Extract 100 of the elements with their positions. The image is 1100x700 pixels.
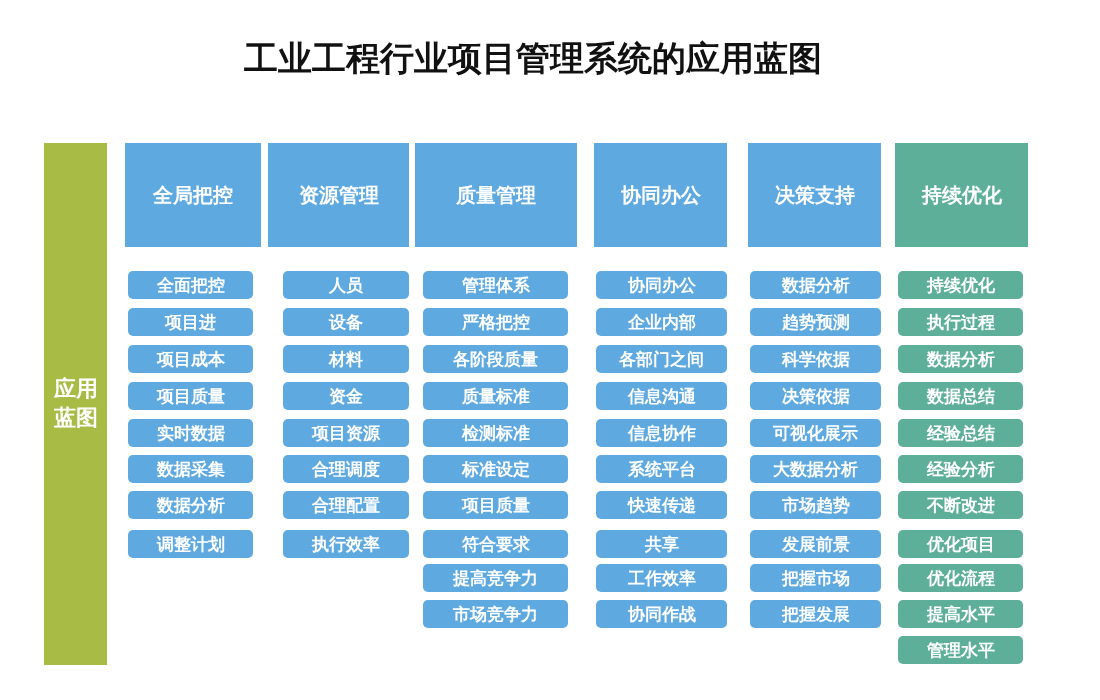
item-label: 工作效率 bbox=[627, 566, 696, 590]
item-label: 严格把控 bbox=[461, 310, 530, 334]
item-label: 标准设定 bbox=[461, 457, 530, 481]
diagram-title: 工业工程行业项目管理系统的应用蓝图 bbox=[243, 37, 823, 80]
item-label: 把握发展 bbox=[781, 602, 850, 626]
item-tag bbox=[596, 419, 727, 447]
item-label: 数据分析 bbox=[926, 347, 995, 371]
item-tag bbox=[898, 308, 1023, 336]
item-tag bbox=[898, 455, 1023, 483]
item-tag bbox=[750, 271, 881, 299]
item-label: 材料 bbox=[329, 347, 363, 371]
item-tag bbox=[750, 382, 881, 410]
item-tag bbox=[750, 530, 881, 558]
item-tag bbox=[898, 636, 1023, 664]
item-label: 各部门之间 bbox=[619, 347, 704, 371]
item-label: 合理配置 bbox=[312, 493, 380, 517]
item-label: 优化项目 bbox=[926, 532, 995, 556]
item-label: 数据分析 bbox=[156, 493, 225, 517]
item-tag bbox=[898, 382, 1023, 410]
side-band bbox=[44, 143, 107, 665]
item-label: 优化流程 bbox=[926, 566, 995, 590]
column-header bbox=[895, 143, 1028, 247]
item-tag bbox=[423, 345, 568, 373]
item-tag bbox=[128, 271, 253, 299]
item-label: 各阶段质量 bbox=[453, 347, 538, 371]
item-tag bbox=[898, 491, 1023, 519]
item-tag bbox=[596, 600, 727, 628]
item-tag bbox=[423, 564, 568, 592]
item-label: 决策依据 bbox=[781, 384, 850, 408]
item-tag bbox=[898, 600, 1023, 628]
item-tag bbox=[750, 564, 881, 592]
item-label: 实时数据 bbox=[156, 421, 225, 445]
item-tag bbox=[596, 564, 727, 592]
item-label: 执行效率 bbox=[312, 532, 380, 556]
item-label: 管理体系 bbox=[461, 273, 530, 297]
item-label: 共享 bbox=[644, 532, 679, 556]
item-label: 符合要求 bbox=[461, 532, 530, 556]
item-tag bbox=[283, 419, 409, 447]
item-label: 管理水平 bbox=[926, 638, 995, 662]
item-tag bbox=[423, 419, 568, 447]
item-tag bbox=[750, 419, 881, 447]
item-label: 项目质量 bbox=[156, 384, 225, 408]
item-tag bbox=[423, 530, 568, 558]
item-label: 经验分析 bbox=[926, 457, 995, 481]
item-tag bbox=[283, 530, 409, 558]
item-label: 质量标准 bbox=[461, 384, 530, 408]
item-label: 发展前景 bbox=[781, 532, 850, 556]
item-label: 大数据分析 bbox=[773, 457, 858, 481]
item-tag bbox=[898, 271, 1023, 299]
column-header bbox=[125, 143, 261, 247]
item-label: 把握市场 bbox=[781, 566, 850, 590]
column-header bbox=[415, 143, 577, 247]
header-text: 协同办公 bbox=[620, 181, 701, 209]
item-tag bbox=[128, 308, 253, 336]
item-label: 信息沟通 bbox=[627, 384, 696, 408]
header-text: 全局把控 bbox=[153, 181, 233, 209]
item-tag bbox=[898, 345, 1023, 373]
item-tag bbox=[283, 382, 409, 410]
item-label: 信息协作 bbox=[627, 421, 696, 445]
item-label: 项目进 bbox=[165, 310, 216, 334]
item-label: 快速传递 bbox=[627, 493, 696, 517]
item-label: 全面把控 bbox=[156, 273, 225, 297]
item-tag bbox=[596, 530, 727, 558]
item-label: 数据分析 bbox=[781, 273, 850, 297]
item-tag bbox=[596, 382, 727, 410]
item-label: 企业内部 bbox=[627, 310, 696, 334]
item-label: 资金 bbox=[329, 384, 363, 408]
item-label: 数据总结 bbox=[926, 384, 995, 408]
item-label: 执行过程 bbox=[926, 310, 995, 334]
item-tag bbox=[283, 308, 409, 336]
item-tag bbox=[750, 600, 881, 628]
item-tag bbox=[898, 564, 1023, 592]
item-label: 检测标准 bbox=[461, 421, 530, 445]
item-tag bbox=[596, 455, 727, 483]
item-tag bbox=[596, 491, 727, 519]
item-label: 持续优化 bbox=[926, 273, 995, 297]
item-tag bbox=[596, 345, 727, 373]
header-text: 资源管理 bbox=[298, 181, 379, 209]
item-label: 提高竞争力 bbox=[453, 566, 538, 590]
item-tag bbox=[898, 530, 1023, 558]
header-text: 持续优化 bbox=[921, 181, 1002, 209]
item-label: 市场趋势 bbox=[781, 493, 850, 517]
item-label: 设备 bbox=[329, 310, 363, 334]
item-label: 协同办公 bbox=[627, 273, 696, 297]
item-tag bbox=[423, 382, 568, 410]
item-label: 数据采集 bbox=[156, 457, 225, 481]
item-label: 提高水平 bbox=[926, 602, 995, 626]
item-label: 项目质量 bbox=[461, 493, 530, 517]
column-header bbox=[594, 143, 727, 247]
item-label: 可视化展示 bbox=[773, 421, 858, 445]
band-label: 应用蓝图 bbox=[52, 375, 99, 432]
item-tag bbox=[596, 271, 727, 299]
item-tag bbox=[596, 308, 727, 336]
item-tag bbox=[750, 308, 881, 336]
column-header bbox=[748, 143, 881, 247]
header-text: 决策支持 bbox=[774, 181, 855, 209]
column-header bbox=[268, 143, 409, 247]
item-tag bbox=[423, 491, 568, 519]
item-label: 合理调度 bbox=[312, 457, 380, 481]
item-label: 不断改进 bbox=[926, 493, 995, 517]
